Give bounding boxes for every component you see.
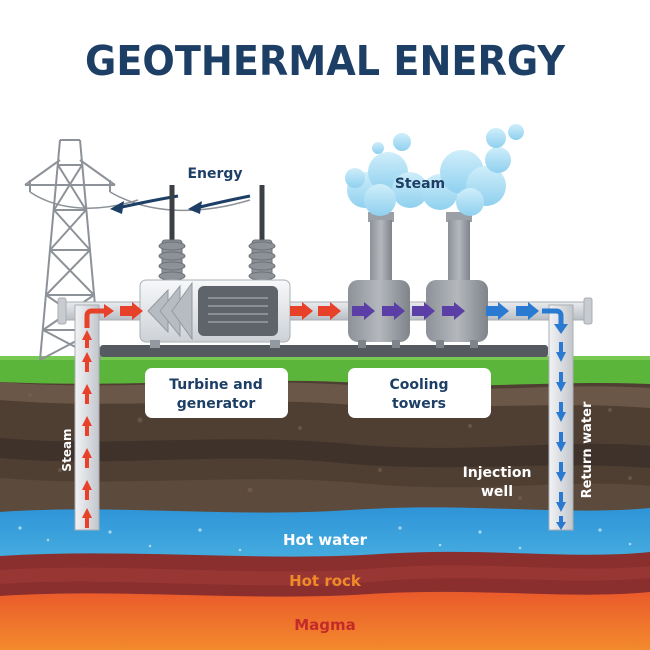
return-down-arrows xyxy=(556,342,566,530)
injection-well-label-line1: Injection xyxy=(463,465,532,481)
page-title: GEOTHERMAL ENERGY xyxy=(85,37,566,85)
corner-arrow-right xyxy=(542,308,564,326)
equipment-platform xyxy=(100,345,548,357)
hot-water-label: Hot water xyxy=(283,531,368,549)
turbine-label-line1: Turbine and xyxy=(169,377,262,393)
flow-arrows-hot xyxy=(120,302,341,320)
flow-arrows-cooling xyxy=(352,302,465,320)
hot-rock-label: Hot rock xyxy=(289,572,362,590)
turbine-label-line2: generator xyxy=(177,396,256,412)
turbine-blades xyxy=(147,281,193,341)
power-line xyxy=(109,191,251,212)
cooling-tower-left xyxy=(348,212,410,348)
generator-body xyxy=(198,286,278,336)
hot-water-layer xyxy=(0,507,650,560)
cooling-label-box xyxy=(348,368,491,418)
water-bubbles xyxy=(18,526,632,552)
steam-pipe-label: Steam xyxy=(60,428,74,471)
steam-cloud xyxy=(345,124,524,216)
return-water-label: Return water xyxy=(580,401,595,498)
soil-band-lower xyxy=(0,478,650,513)
hot-rock-texture xyxy=(0,565,650,586)
injection-well-label-line2: well xyxy=(481,484,513,500)
steam-up-arrows xyxy=(82,330,92,528)
insulator-right xyxy=(248,239,276,281)
grass-top-edge xyxy=(0,356,650,360)
turbine-label-box xyxy=(145,368,288,418)
magma-label: Magma xyxy=(294,616,356,634)
steam-cloud-label: Steam xyxy=(395,176,445,192)
power-line xyxy=(29,191,139,209)
cooling-tower-right xyxy=(426,212,488,348)
pipe-end-cap-right xyxy=(583,297,593,325)
power-tower xyxy=(24,139,116,361)
turbine-generator xyxy=(139,185,291,348)
energy-label: Energy xyxy=(187,166,242,182)
cooling-label-line1: Cooling xyxy=(389,377,448,393)
pipe-end-cap-left xyxy=(57,297,67,325)
flow-arrows-cold xyxy=(486,302,539,320)
ground-layers xyxy=(0,378,650,650)
soil-band-middle xyxy=(0,438,650,468)
insulator-left xyxy=(158,239,186,281)
magma-layer xyxy=(0,591,650,650)
corner-arrow-left xyxy=(84,308,104,328)
cooling-label-line2: towers xyxy=(392,396,446,412)
